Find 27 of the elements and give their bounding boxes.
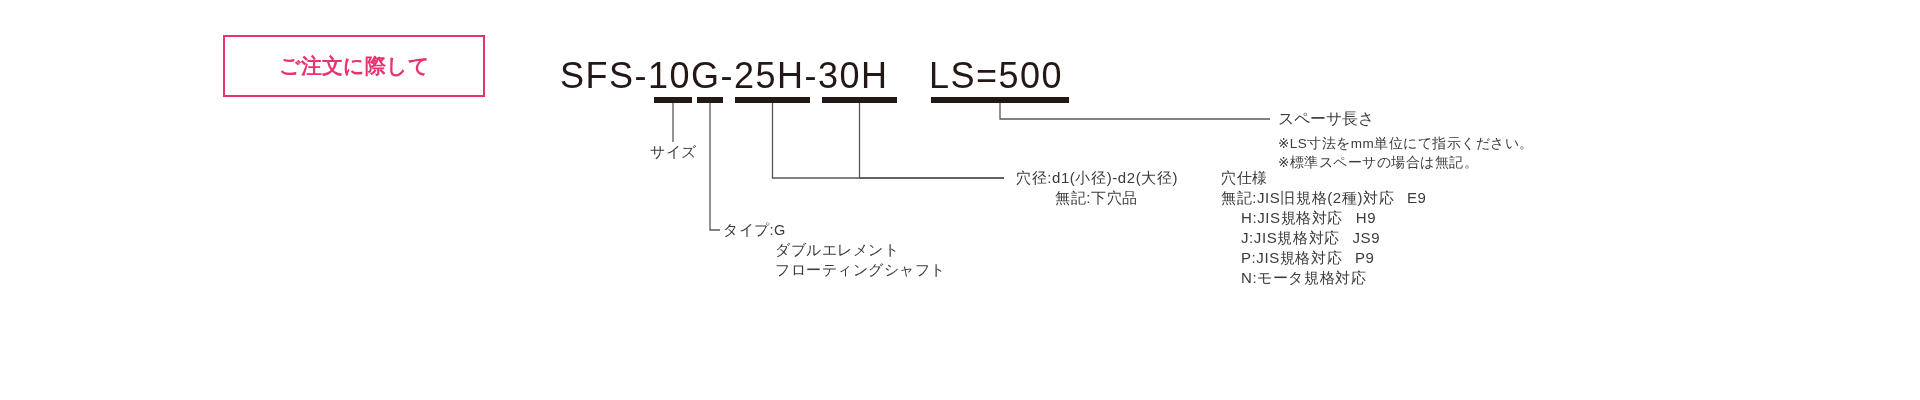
underline-bar	[654, 97, 692, 103]
spec-heading: 穴仕様	[1221, 168, 1268, 188]
underline-bar	[822, 97, 897, 103]
field-label: タイプ:G	[723, 221, 786, 240]
underline-bar	[931, 97, 1069, 103]
note-text: ※標準スペーサの場合は無記。	[1278, 154, 1479, 172]
underline-bar	[697, 97, 723, 103]
spec-option: J:JIS規格対応 JS9	[1241, 228, 1381, 248]
leader-line	[672, 102, 674, 143]
field-label: 穴径:d1(小径)-d2(大径)	[1016, 168, 1179, 188]
underline-bar	[735, 97, 810, 103]
option-text: 無記:下穴品	[1055, 188, 1138, 208]
option-text: フローティングシャフト	[775, 261, 946, 280]
model-code: LS=500	[929, 58, 1064, 94]
spec-option: N:モータ規格対応	[1241, 268, 1367, 288]
note-text: ※LS寸法をmm単位にて指示ください。	[1278, 135, 1534, 153]
leader-line	[709, 102, 721, 231]
leader-line	[999, 102, 1271, 120]
option-text: ダブルエレメント	[775, 241, 899, 260]
field-label: スペーサ長さ	[1278, 109, 1374, 129]
field-label: サイズ	[650, 142, 697, 162]
model-code: SFS-10G-25H-30H	[560, 58, 889, 94]
spec-option: H:JIS規格対応 H9	[1241, 208, 1377, 228]
spec-option: 無記:JIS旧規格(2種)対応 E9	[1221, 188, 1427, 208]
title-heading: ご注文に際して	[223, 35, 485, 97]
spec-option: P:JIS規格対応 P9	[1241, 248, 1375, 268]
leader-line	[858, 102, 1005, 179]
